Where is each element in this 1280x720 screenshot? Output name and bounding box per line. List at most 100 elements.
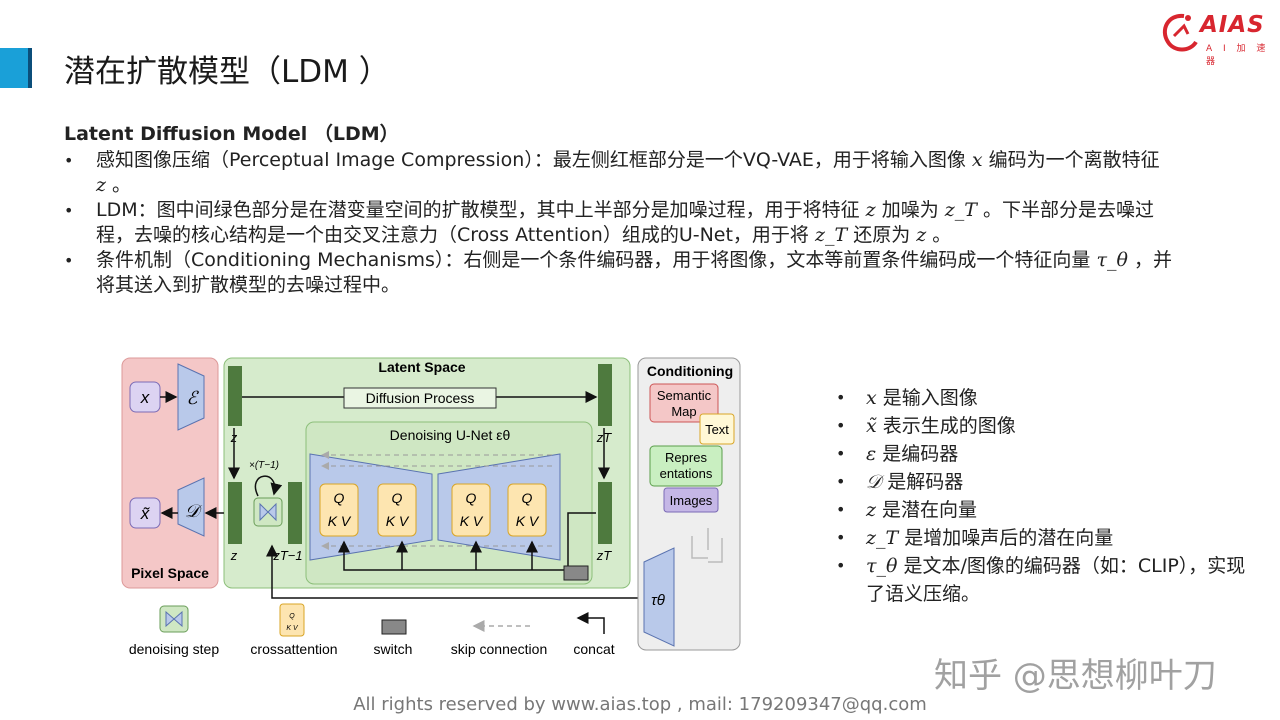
switch-icon	[563, 565, 589, 581]
legend-symbol: 𝒟	[866, 471, 882, 493]
legend-item: z 是潜在向量	[836, 496, 1256, 524]
bullet-text: 编码为一个离散特征	[982, 149, 1160, 171]
math-x: x	[971, 149, 983, 171]
legend-text: 是增加噪声后的潜在向量	[898, 527, 1114, 549]
zt-minus-1-label: zT−1	[272, 548, 302, 563]
bullet-text: 。下半部分是去噪过程，去噪的核心结构是一个由交叉注意力（Cross Attent…	[96, 199, 1154, 246]
legend-skip-connection: skip connection	[451, 641, 548, 657]
legend-item: z_T 是增加噪声后的潜在向量	[836, 524, 1256, 552]
legend-symbol: x	[866, 387, 877, 409]
math-tau: τ_θ	[1096, 249, 1128, 271]
legend-item: 𝒟 是解码器	[836, 468, 1256, 496]
math-zt: z_T	[814, 224, 848, 246]
legend-text: 是编码器	[876, 443, 959, 465]
attention-kv-label: K V	[516, 513, 540, 529]
legend-denoising-shape	[165, 610, 175, 628]
logo-name: AIAS	[1200, 12, 1265, 38]
math-z: z	[865, 199, 876, 221]
legend-symbol: ε	[866, 443, 877, 465]
output-x-tilde-label: x̃	[140, 504, 151, 523]
legend-item: x 是输入图像	[836, 384, 1256, 412]
bullet-text: ，并将其送入到扩散模型的去噪过程中。	[96, 249, 1172, 296]
bullet-text: 。	[926, 224, 952, 246]
legend-text: 是解码器	[881, 471, 964, 493]
title-accent-line	[28, 48, 32, 88]
aias-logo-icon	[1162, 13, 1198, 52]
bullet-conditioning: 条件机制（Conditioning Mechanisms）：右侧是一个条件编码器…	[64, 248, 1174, 298]
denoising-step-icon	[259, 502, 269, 522]
attention-block-3	[451, 483, 491, 537]
legend-symbol: τ_θ	[866, 555, 898, 577]
symbol-legend: x 是输入图像 x̃ 表示生成的图像 ε 是编码器 𝒟 是解码器 z 是潜在向量…	[836, 384, 1256, 608]
legend-symbol: z_T	[866, 527, 899, 549]
latent-zt-top	[598, 364, 612, 426]
attention-q-label: Q	[466, 490, 477, 506]
bullet-text: 条件机制（Conditioning Mechanisms）：右侧是一个条件编码器…	[96, 249, 1097, 271]
bullet-ldm: LDM：图中间绿色部分是在潜变量空间的扩散模型，其中上半部分是加噪过程，用于将特…	[64, 198, 1174, 248]
legend-item: τ_θ 是文本/图像的编码器（如：CLIP），实现了语义压缩。	[836, 552, 1256, 608]
title-accent-bar	[0, 48, 28, 88]
cond-semantic-map-line2: Map	[671, 404, 696, 419]
ldm-diagram-svg: Pixel Space x x̃ ℰ 𝒟 Latent Space z zT D…	[121, 357, 741, 657]
attention-q-label: Q	[334, 490, 345, 506]
legend-switch-icon	[381, 619, 407, 635]
cond-images-label: Images	[670, 493, 713, 508]
legend-symbol: x̃	[866, 415, 877, 437]
pixel-space-label: Pixel Space	[131, 565, 209, 581]
math-z: z	[916, 224, 927, 246]
legend-switch: switch	[374, 641, 413, 657]
legend-text: 表示生成的图像	[876, 415, 1016, 437]
cond-semantic-map-line1: Semantic	[657, 388, 712, 403]
content-section: Latent Diffusion Model （LDM） 感知图像压缩（Perc…	[64, 122, 1174, 298]
legend-concat: concat	[573, 641, 614, 657]
legend-item: x̃ 表示生成的图像	[836, 412, 1256, 440]
latent-space-label: Latent Space	[378, 359, 465, 375]
denoising-unet-label: Denoising U-Net εθ	[390, 427, 511, 443]
legend-kv-label: K V	[286, 625, 299, 632]
attention-kv-label: K V	[386, 513, 410, 529]
output-x-tilde-box	[129, 497, 161, 529]
legend-denoising-step: denoising step	[129, 641, 220, 657]
conditioning-label: Conditioning	[647, 363, 733, 379]
zhihu-watermark: 知乎 @思想柳叶刀	[934, 656, 1217, 696]
math-z: z	[96, 174, 107, 196]
decoder-label: 𝒟	[185, 501, 203, 521]
legend-symbol: z	[866, 499, 877, 521]
slide-title: 潜在扩散模型（LDM ）	[64, 54, 390, 90]
cond-semantic-map	[649, 383, 719, 423]
cond-representations	[649, 445, 723, 487]
legend-text: 是文本/图像的编码器（如：CLIP），实现了语义压缩。	[866, 555, 1246, 605]
tau-encoder-block	[643, 547, 675, 647]
attention-block-4	[507, 483, 547, 537]
math-zt: z_T	[944, 199, 977, 221]
denoising-step-icon	[267, 502, 277, 522]
attention-kv-label: K V	[460, 513, 484, 529]
legend-text: 是潜在向量	[876, 499, 978, 521]
cond-merge-lines	[691, 528, 723, 563]
legend-text: 是输入图像	[876, 387, 978, 409]
encoder-block	[177, 363, 205, 431]
zt-bottom-label: zT	[596, 548, 613, 563]
input-x-label: x	[140, 388, 150, 407]
bullet-text: 。	[106, 174, 132, 196]
footer-copyright: All rights reserved by www.aias.top , ma…	[353, 694, 927, 715]
attention-block-2	[377, 483, 417, 537]
z-bottom-label: z	[230, 548, 238, 563]
bullet-text: 还原为	[847, 224, 917, 246]
cond-text	[699, 413, 735, 445]
times-t-minus-1-label: ×(T−1)	[249, 460, 279, 471]
diffusion-process-label: Diffusion Process	[366, 390, 475, 406]
diffusion-process-box	[343, 387, 497, 409]
loop-arrow	[254, 475, 283, 497]
cond-repres-line2: entations	[660, 466, 713, 481]
latent-zt-minus-1	[288, 482, 302, 544]
cond-text-label: Text	[705, 422, 729, 437]
latent-z-top	[228, 366, 242, 426]
ldm-architecture-diagram: Pixel Space x x̃ ℰ 𝒟 Latent Space z zT D…	[112, 350, 752, 670]
bullet-text: 加噪为	[875, 199, 945, 221]
attention-q-label: Q	[522, 490, 533, 506]
latent-zt-bottom	[598, 482, 612, 544]
cond-repres-line1: Repres	[665, 450, 707, 465]
legend-item: ε 是编码器	[836, 440, 1256, 468]
content-subtitle: Latent Diffusion Model （LDM）	[64, 123, 399, 145]
